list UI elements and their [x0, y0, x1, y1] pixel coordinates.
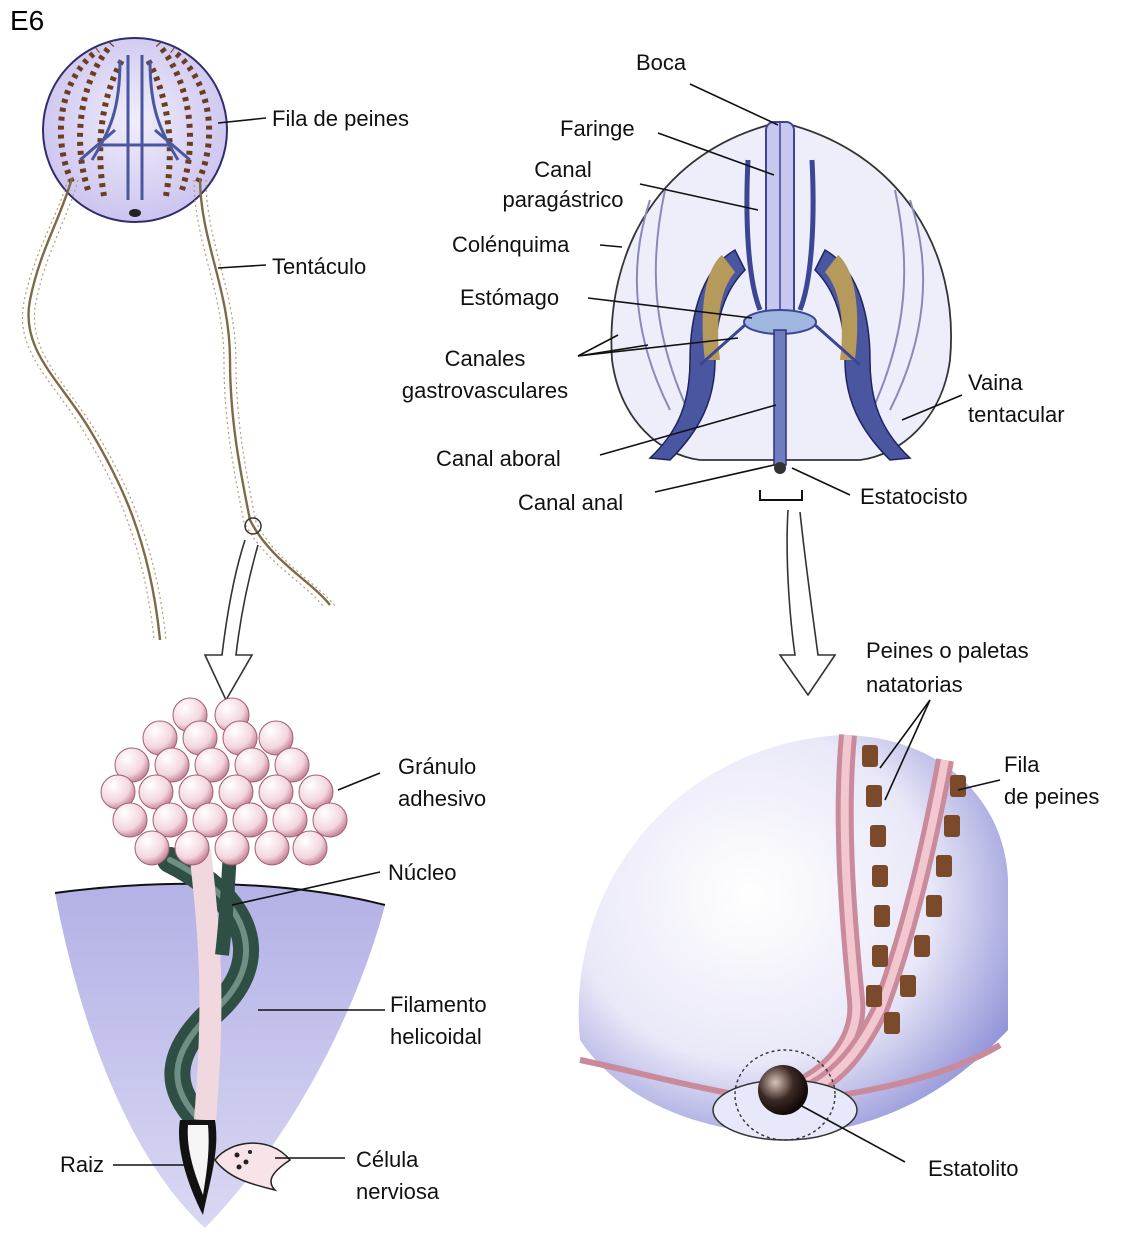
label-nucleo: Núcleo [388, 858, 456, 888]
comb-plate [872, 865, 888, 887]
comb-plate [884, 1012, 900, 1034]
zoom-bracket [760, 490, 802, 500]
label-canal-paragastrico-2: paragástrico [488, 185, 638, 215]
adhesive-granule [313, 803, 347, 837]
comb-plate [874, 905, 890, 927]
comb-plate [936, 855, 952, 877]
statocyst [774, 462, 786, 474]
label-fila-de-peines-top: Fila de peines [272, 104, 409, 134]
label-canales-gastrovasculares-2: gastrovasculares [385, 376, 585, 406]
label-canales-gastrovasculares-1: Canales [385, 344, 585, 374]
adhesive-granule [113, 803, 147, 837]
nucleus-body [222, 850, 230, 955]
comb-plate [866, 985, 882, 1007]
label-estatolito: Estatolito [928, 1154, 1019, 1184]
label-estatocisto: Estatocisto [860, 482, 968, 512]
adhesive-granule [255, 831, 289, 865]
label-boca: Boca [636, 48, 686, 78]
label-estomago: Estómago [460, 283, 559, 313]
adhesive-granule [175, 831, 209, 865]
label-fila-de-peines-bottom-2: de peines [1004, 782, 1099, 812]
comb-plate [900, 975, 916, 997]
label-faringe: Faringe [560, 114, 635, 144]
colloblast-cell [55, 698, 385, 1228]
label-granulo-adhesivo-1: Gránulo [398, 752, 476, 782]
adhesive-granule [293, 831, 327, 865]
comb-plate [914, 935, 930, 957]
label-filamento-helicoidal-2: helicoidal [390, 1022, 482, 1052]
figure-tag: E6 [10, 4, 44, 38]
comb-plate [950, 775, 966, 797]
zoom-arrow-icon [205, 540, 258, 700]
tentilla [22, 180, 336, 640]
label-peines-paletas-1: Peines o paletas [866, 636, 1029, 666]
aboral-pole [129, 209, 141, 217]
label-canal-paragastrico-1: Canal [488, 155, 638, 185]
statolith [758, 1065, 808, 1115]
label-canal-aboral: Canal aboral [436, 444, 561, 474]
comb-plate [866, 785, 882, 807]
comb-plate [872, 945, 888, 967]
adhesive-granules [101, 698, 347, 865]
comb-plate [862, 745, 878, 767]
adhesive-granule [215, 831, 249, 865]
ctenophore-body [43, 38, 227, 222]
comb-plate [926, 895, 942, 917]
comb-plate [944, 815, 960, 837]
label-colenquima: Colénquima [452, 230, 569, 260]
label-granulo-adhesivo-2: adhesivo [398, 784, 486, 814]
label-vaina-tentacular-1: Vaina [968, 368, 1023, 398]
aboral-canal [774, 330, 786, 465]
label-vaina-tentacular-2: tentacular [968, 400, 1065, 430]
adhesive-granule [135, 831, 169, 865]
zoom-arrow-icon [780, 510, 835, 695]
statocyst-detail [579, 700, 1008, 1162]
label-filamento-helicoidal-1: Filamento [390, 990, 487, 1020]
comb-plate [870, 825, 886, 847]
label-celula-nerviosa-1: Célula [356, 1145, 418, 1175]
label-celula-nerviosa-2: nerviosa [356, 1177, 439, 1207]
straight-filament [200, 850, 210, 1120]
label-peines-paletas-2: natatorias [866, 670, 963, 700]
ctenophore-cross-section [578, 84, 962, 500]
label-raiz: Raiz [60, 1150, 104, 1180]
label-fila-de-peines-bottom-1: Fila [1004, 750, 1039, 780]
label-tentaculo: Tentáculo [272, 252, 366, 282]
label-canal-anal: Canal anal [518, 488, 623, 518]
